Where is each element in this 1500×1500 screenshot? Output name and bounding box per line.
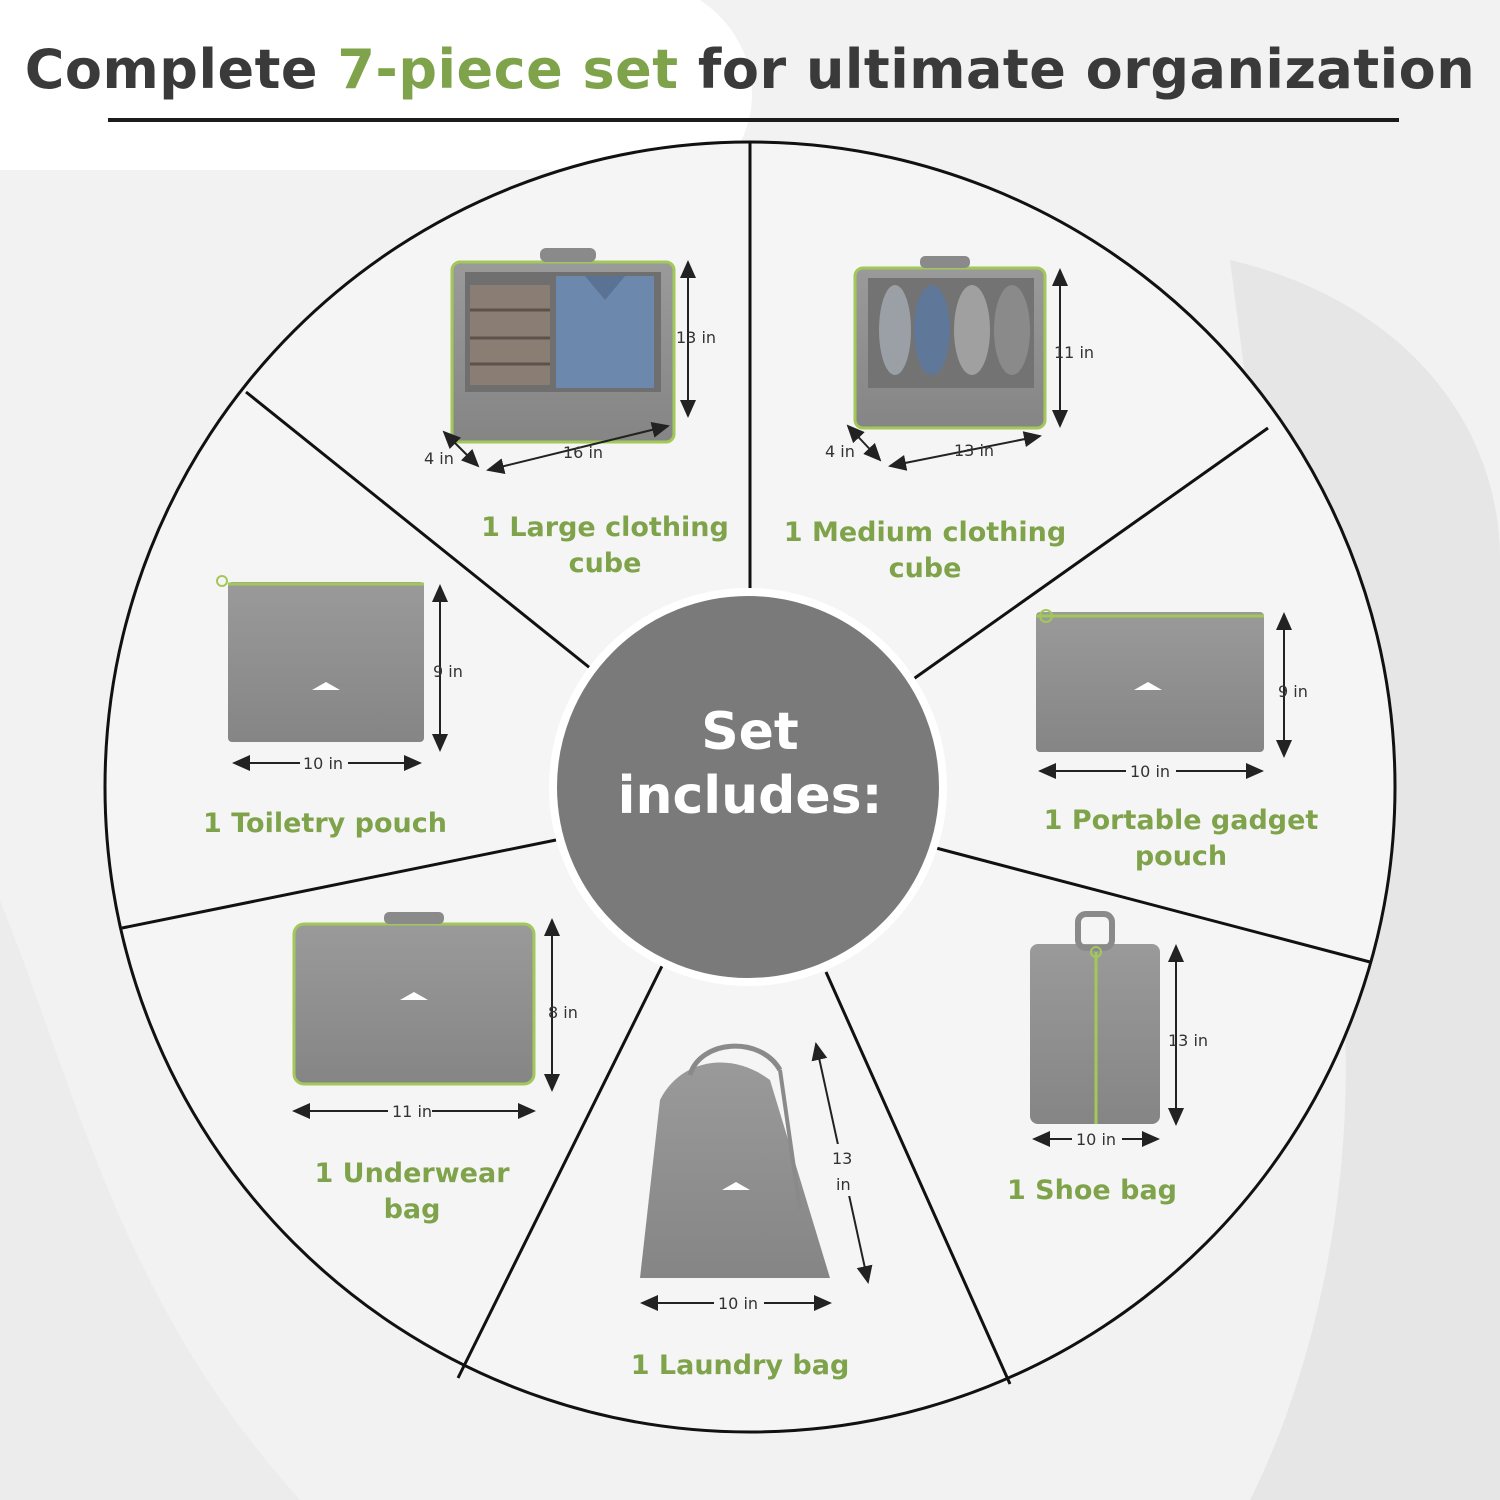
medium-cube-label: 1 Medium clothing cube [770,515,1080,587]
center-disc [549,588,947,986]
gadget-label-line2: pouch [1134,841,1228,872]
title-part1: Complete [24,38,338,101]
medium-cube-width-arrow [888,431,1042,471]
medium-cube-label-line1: 1 Medium clothing [783,517,1067,548]
large-clothing-cube-illustration [450,248,676,444]
title-part2: for ultimate organization [678,38,1476,101]
divider-lower-left [121,838,557,930]
wheel-dividers [121,142,1371,1385]
medium-cube-height: 11 in [1054,343,1094,362]
large-cube-width-arrow [486,422,670,474]
gadget-label-line1: 1 Portable gadget [1043,805,1319,836]
underwear-label-line2: bag [383,1194,441,1225]
gadget-pouch-illustration [1036,609,1264,752]
center-line2: includes: [617,766,883,826]
background-blob-left [0,900,300,1500]
large-cube-width: 16 in [563,443,603,462]
large-cube-label-line2: cube [568,548,642,579]
shoe-label: 1 Shoe bag [976,1173,1208,1209]
underwear-label: 1 Underwear bag [282,1156,542,1228]
large-cube-depth-arrow [442,430,480,468]
toiletry-label-line1: 1 Toiletry pouch [203,808,447,839]
divider-upper-left [245,390,591,670]
laundry-height-number: 13 [832,1149,852,1168]
medium-clothing-cube-illustration [853,256,1047,430]
gadget-height: 9 in [1278,682,1308,701]
center-line1: Set [701,702,799,762]
large-cube-label: 1 Large clothing cube [450,510,760,582]
title-underline [108,118,1399,122]
toiletry-label: 1 Toiletry pouch [180,806,470,842]
shoe-width: 10 in [1076,1130,1116,1149]
laundry-label: 1 Laundry bag [610,1348,870,1384]
underwear-bag-illustration [292,912,536,1086]
divider-bottom-left [456,965,664,1379]
shoe-height: 13 in [1168,1031,1208,1050]
shoe-bag-illustration [1030,911,1160,1124]
center-caption: Set includes: [560,700,940,828]
divider-lower-right [935,846,1371,964]
toiletry-height: 9 in [433,662,463,681]
laundry-height-gap [826,1144,858,1196]
underwear-width-gap [388,1100,432,1120]
large-cube-depth: 4 in [424,449,454,468]
toiletry-width: 10 in [303,754,343,773]
shoe-label-line1: 1 Shoe bag [1007,1175,1177,1206]
toiletry-pouch-illustration [216,575,424,742]
underwear-label-line1: 1 Underwear [314,1158,510,1189]
divider-bottom-right [824,971,1012,1385]
medium-cube-depth: 4 in [825,442,855,461]
large-cube-height: 13 in [676,328,716,347]
medium-cube-label-line2: cube [888,553,962,584]
laundry-bag-illustration [640,1043,830,1278]
page-title: Complete 7-piece set for ultimate organi… [0,38,1500,101]
underwear-height: 8 in [548,1003,578,1022]
gadget-width-gap [1126,760,1176,780]
background-blob-top [0,0,753,170]
underwear-width: 11 in [392,1102,432,1121]
laundry-label-line1: 1 Laundry bag [630,1350,850,1381]
gadget-width: 10 in [1130,762,1170,781]
gadget-label: 1 Portable gadget pouch [1026,803,1336,875]
medium-cube-width: 13 in [954,441,994,460]
laundry-height-unit: in [836,1175,851,1194]
toiletry-width-gap [300,752,348,772]
medium-cube-depth-arrow [846,424,882,462]
title-accent: 7-piece set [337,38,679,101]
laundry-width-gap [714,1292,764,1312]
shoe-width-gap [1072,1128,1122,1148]
divider-upper-right [911,426,1269,682]
laundry-width: 10 in [718,1294,758,1313]
large-cube-label-line1: 1 Large clothing [481,512,729,543]
